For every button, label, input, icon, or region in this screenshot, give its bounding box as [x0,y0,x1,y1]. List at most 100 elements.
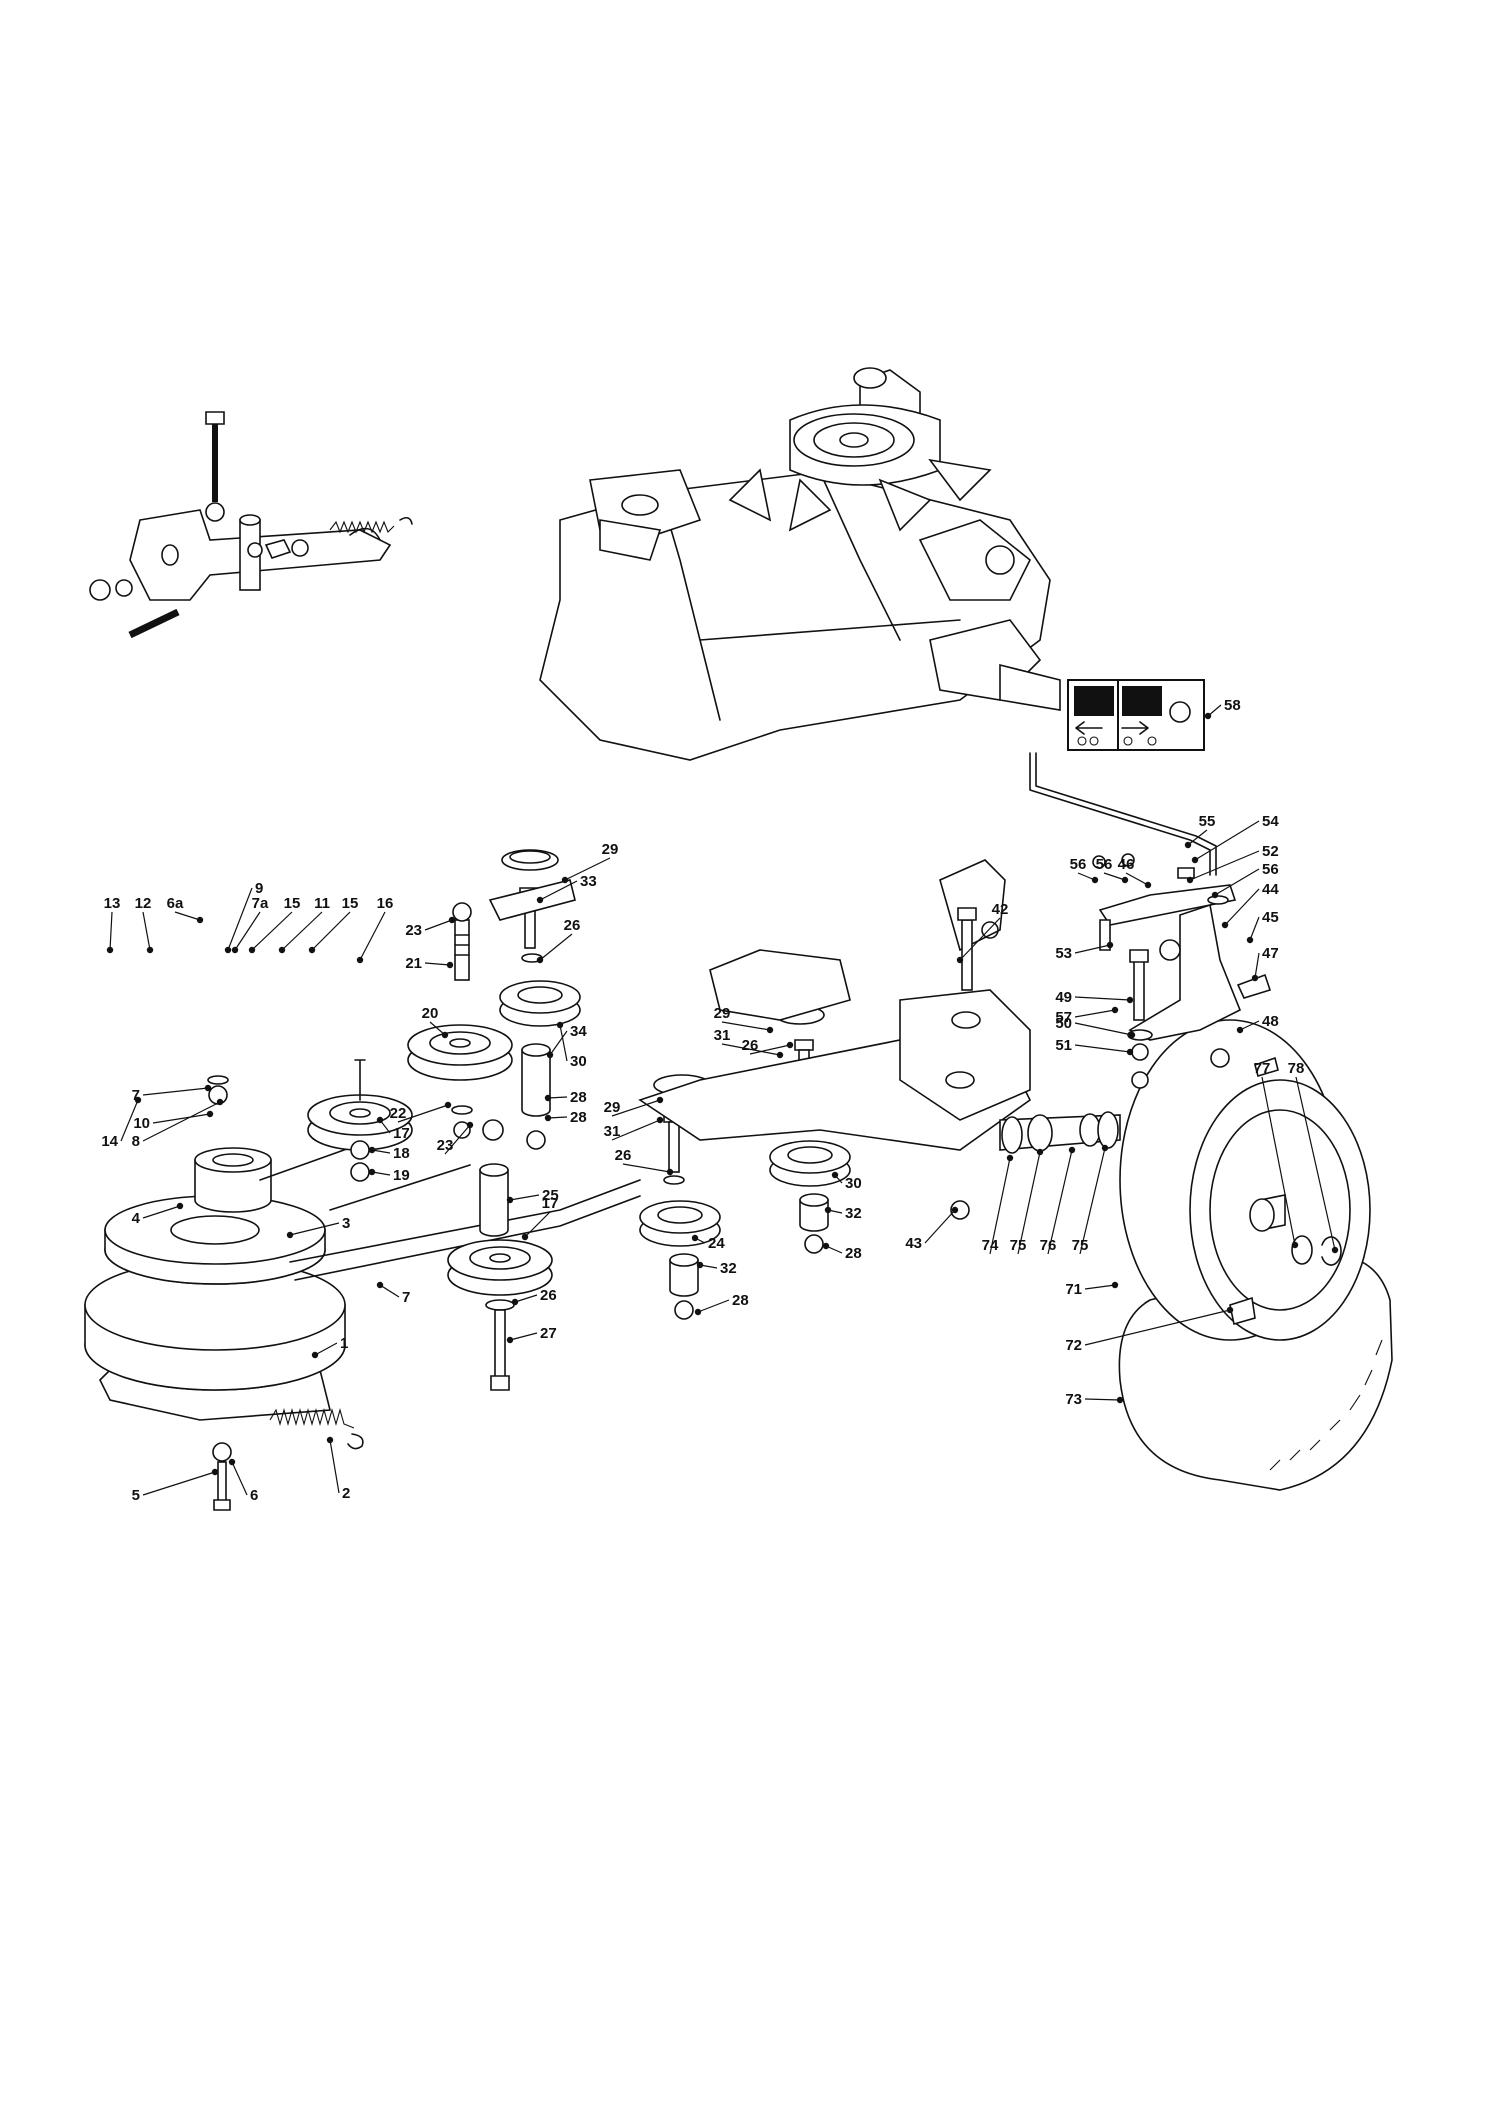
leader-dot-14 [134,1096,142,1104]
leader-line-7 [379,1284,400,1298]
leader-dot-26 [511,1298,519,1306]
leader-dot-25 [506,1196,514,1204]
leader-dot-32 [824,1206,832,1214]
leader-line-6 [231,1461,248,1496]
leader-line-48 [1239,1020,1260,1031]
callout-number-73: 73 [1065,1391,1082,1408]
callout-number-30: 30 [570,1053,587,1070]
idler-pulley-20 [407,1024,513,1081]
leader-dot-52 [1186,876,1194,884]
leader-line-11 [281,911,323,951]
leader-dot-50 [1128,1031,1136,1039]
leader-dot-20 [441,1031,449,1039]
leader-dot-8 [216,1098,224,1106]
callout-number-23: 23 [405,922,422,939]
leader-dot-15 [248,946,256,954]
callout-number-4: 4 [132,1210,141,1227]
leader-dot-29 [766,1026,774,1034]
leader-dot-56 [1091,876,1099,884]
leader-dot-28 [822,1242,830,1250]
leader-dot-4 [176,1202,184,1210]
leader-line-47 [1254,952,1260,979]
leader-line-51 [1074,1044,1131,1053]
leader-dot-48 [1236,1026,1244,1034]
leader-dot-42 [956,956,964,964]
housing-side-arm [589,469,702,561]
callout-number-75: 75 [1010,1237,1027,1254]
leader-dot-17 [521,1233,529,1241]
electric-clutch [84,1147,346,1421]
leader-line-8 [142,1101,221,1142]
leader-dot-53 [1106,941,1114,949]
callout-number-74: 74 [982,1237,999,1254]
leader-line-23 [444,1124,471,1155]
callout-number-75: 75 [1072,1237,1089,1254]
leader-dot-6a [196,916,204,924]
callout-number-31: 31 [604,1123,621,1140]
callout-number-72: 72 [1065,1337,1082,1354]
callout-number-71: 71 [1065,1281,1082,1298]
leader-dot-24 [691,1234,699,1242]
leader-line-72 [1084,1309,1231,1346]
leader-line-7 [142,1087,209,1096]
leader-dot-15 [308,946,316,954]
leader-dot-29 [561,876,569,884]
leader-dot-75 [1036,1148,1044,1156]
callout-number-17: 17 [542,1195,559,1212]
leader-dot-56 [1121,876,1129,884]
leader-dot-11 [278,946,286,954]
leader-line-75 [1017,1151,1041,1255]
bypass-bracket [1098,884,1242,1041]
leader-dot-26 [536,956,544,964]
callout-number-29: 29 [602,841,619,858]
leader-dot-77 [1291,1241,1299,1249]
callout-number-5: 5 [132,1487,140,1504]
callout-number-19: 19 [393,1167,410,1184]
leader-dot-7 [204,1084,212,1092]
leader-dot-45 [1246,936,1254,944]
callout-number-29: 29 [604,1099,621,1116]
callout-number-15: 15 [342,895,359,912]
callout-number-55: 55 [1199,813,1216,830]
leader-dot-22 [444,1101,452,1109]
leader-line-45 [1249,916,1260,941]
callout-leaders [106,704,1339,1496]
leader-dot-33 [536,896,544,904]
leader-dot-32 [696,1261,704,1269]
callout-number-21: 21 [405,955,422,972]
callout-number-32: 32 [720,1260,737,1277]
leader-line-78 [1295,1076,1336,1251]
leader-dot-54 [1191,856,1199,864]
leader-line-74 [989,1157,1011,1255]
leader-line-29 [721,1021,771,1031]
leader-line-31 [611,1119,661,1141]
callout-number-15: 15 [284,895,301,912]
leader-dot-9 [224,946,232,954]
leader-dot-78 [1331,1246,1339,1254]
callout-number-33: 33 [580,873,597,890]
idler-pulley-17-lower [447,1239,553,1391]
callout-number-13: 13 [104,895,121,912]
leader-line-27 [509,1332,538,1341]
leader-dot-74 [1006,1154,1014,1162]
leader-line-52 [1189,850,1260,881]
leader-line-31 [721,1043,781,1056]
callout-number-57: 57 [1055,1009,1072,1026]
leader-line-25 [509,1194,540,1201]
leader-line-73 [1084,1398,1121,1401]
leader-dot-26 [666,1168,674,1176]
callout-number-49: 49 [1055,989,1072,1006]
center-lower-stack [639,1074,721,1320]
leader-line-7a [234,911,261,951]
callout-number-7: 7 [402,1289,410,1306]
callout-number-3: 3 [342,1215,350,1232]
callout-number-54: 54 [1262,813,1279,830]
callout-number-20: 20 [422,1005,439,1022]
callout-number-78: 78 [1288,1060,1305,1077]
leader-dot-34 [546,1051,554,1059]
callout-number-26: 26 [742,1037,759,1054]
callout-number-6: 6 [250,1487,258,1504]
leader-dot-16 [356,956,364,964]
callout-number-18: 18 [393,1145,410,1162]
